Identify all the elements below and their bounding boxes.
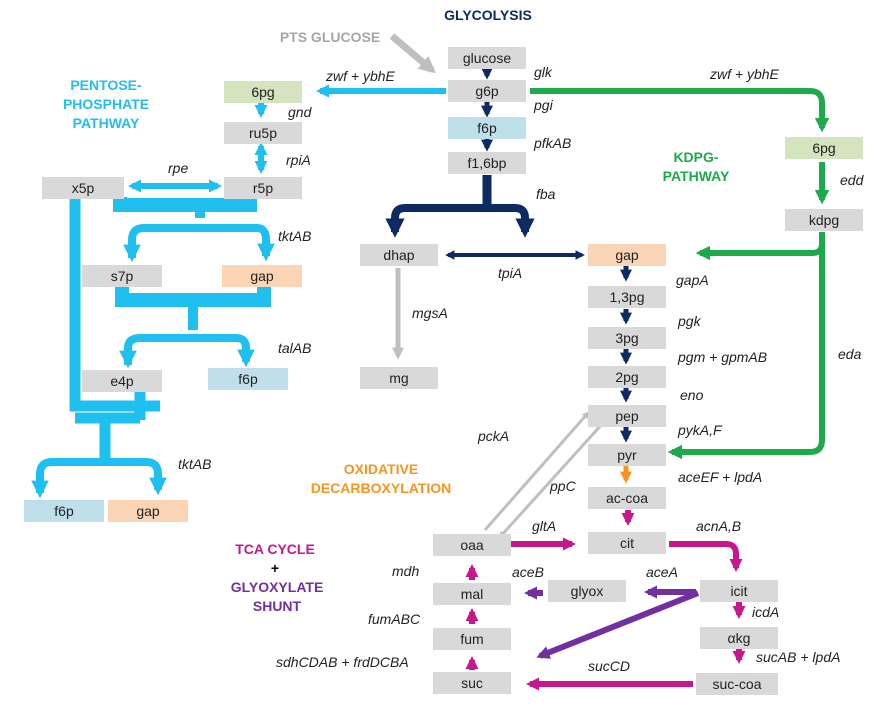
title-ppp-line-2: PHOSPHATE [62,96,150,112]
enzyme-talAB: talAB [278,340,312,356]
enzyme-glk: glk [534,64,552,80]
enzyme-aceEF-lpdA: aceEF + lpdA [678,469,763,485]
enzyme-zwf-ybhE-left: zwf + ybhE [326,68,395,84]
enzyme-gltA: gltA [532,518,557,534]
metabolite-1-3pg: 1,3pg [588,286,666,308]
metabolite-6pg-ppp: 6pg [224,81,302,103]
title-oxidative-line-1: OXIDATIVE [343,461,419,477]
metabolite-g6p: g6p [448,80,526,102]
enzyme-pgi: pgi [534,97,553,113]
enzyme-mgsA: mgsA [412,305,448,321]
metabolite-pyr: pyr [588,444,666,466]
metabolite-6pg-kdpg: 6pg [785,137,863,159]
title-glycolysis: GLYCOLYSIS [444,7,532,23]
enzyme-pgk: pgk [678,313,701,329]
metabolite-mal: mal [433,583,511,605]
enzyme-tpiA: tpiA [498,265,523,281]
metabolite-ac-coa: ac-coa [588,487,666,509]
enzyme-acnAB: acnA,B [696,518,742,534]
enzyme-pckA: pckA [478,428,510,444]
enzyme-gapA: gapA [676,272,709,288]
metabolite-ru5p: ru5p [224,122,302,144]
metabolite-3pg: 3pg [588,327,666,349]
tca-arrows [465,510,746,691]
metabolite-r5p: r5p [224,177,302,199]
enzyme-rpe: rpe [168,160,189,176]
metabolite-x5p: x5p [42,177,124,199]
enzyme-eno: eno [680,387,704,403]
enzyme-fumABC: fumABC [368,611,421,627]
metabolite-glucose: glucose [448,47,526,69]
enzyme-mdh: mdh [392,563,420,579]
kdpg-arrows [530,88,830,460]
metabolite-f6p-bottom: f6p [24,500,104,522]
title-kdpg-line-1: KDPG- [673,149,719,165]
metabolite-e4p: e4p [82,370,162,392]
enzyme-ppC: ppC [550,478,576,494]
enzyme-eda: eda [838,346,862,362]
metabolite-2pg: 2pg [588,366,666,388]
enzyme-aceA: aceA [646,564,678,580]
title-plus: + [270,560,280,576]
glyoxylate-arrows [524,585,700,659]
metabolite-s7p: s7p [82,265,162,287]
enzyme-pfkAB: pfkAB [534,135,572,151]
title-tca-cycle: TCA CYCLE [235,541,315,557]
title-glyoxylate-line-2: SHUNT [252,598,302,614]
ppp-arrows [31,84,446,499]
title-oxidative-decarboxylation: OXIDATIVE DECARBOXYLATION [296,460,466,498]
metabolite-f16bp: f1,6bp [448,152,526,174]
metabolite-fum: fum [433,628,511,650]
metabolite-suc: suc [433,672,511,694]
title-kdpg-line-2: PATHWAY [662,168,730,184]
metabolite-pep: pep [588,405,666,427]
enzyme-tktAB-bottom: tktAB [178,456,212,472]
grey-arrows [389,33,605,539]
title-glyoxylate-line-1: GLYOXYLATE [230,579,324,595]
metabolite-glyox: glyox [548,580,626,602]
enzyme-gnd: gnd [288,104,312,120]
metabolite-gap-bottom: gap [108,500,188,522]
enzyme-sucCD: sucCD [588,658,631,674]
title-ppp-line-3: PATHWAY [72,115,140,131]
title-glyoxylate-shunt: GLYOXYLATE SHUNT [218,578,336,616]
enzyme-icdA: icdA [752,604,780,620]
title-oxidative-line-2: DECARBOXYLATION [310,480,452,496]
enzyme-zwf-ybhE-right: zwf + ybhE [710,66,779,82]
title-ppp-line-1: PENTOSE- [70,77,142,93]
metabolite-icit: icit [700,580,778,602]
enzyme-pykAF: pykA,F [678,422,722,438]
title-kdpg-pathway: KDPG- PATHWAY [648,148,744,186]
enzyme-pgm-gpmAB: pgm + gpmAB [678,349,768,365]
enzyme-aceB: aceB [512,564,544,580]
enzyme-rpiA: rpiA [286,152,311,168]
metabolite-akg: αkg [700,627,778,649]
enzyme-edd: edd [840,172,864,188]
enzyme-sdh-frd: sdhCDAB + frdDCBA [276,654,409,670]
metabolite-f6p-ppp: f6p [208,368,288,390]
glycolysis-arrows [385,67,633,443]
title-pentose-phosphate-pathway: PENTOSE- PHOSPHATE PATHWAY [58,76,154,133]
metabolite-suc-coa: suc-coa [696,673,778,695]
enzyme-sucAB-lpdA: sucAB + lpdA [756,649,841,665]
metabolite-dhap: dhap [360,244,438,266]
metabolite-kdpg: kdpg [785,209,863,231]
metabolite-mg: mg [360,367,438,389]
metabolite-f6p-glycolysis: f6p [448,117,526,139]
metabolite-gap-ppp: gap [222,265,302,287]
metabolite-gap-glycolysis: gap [588,244,666,266]
enzyme-fba: fba [536,186,556,202]
metabolite-cit: cit [588,532,666,554]
title-pts-glucose: PTS GLUCOSE [279,29,381,45]
metabolite-oaa: oaa [433,534,511,556]
enzyme-tktAB-top: tktAB [278,228,312,244]
